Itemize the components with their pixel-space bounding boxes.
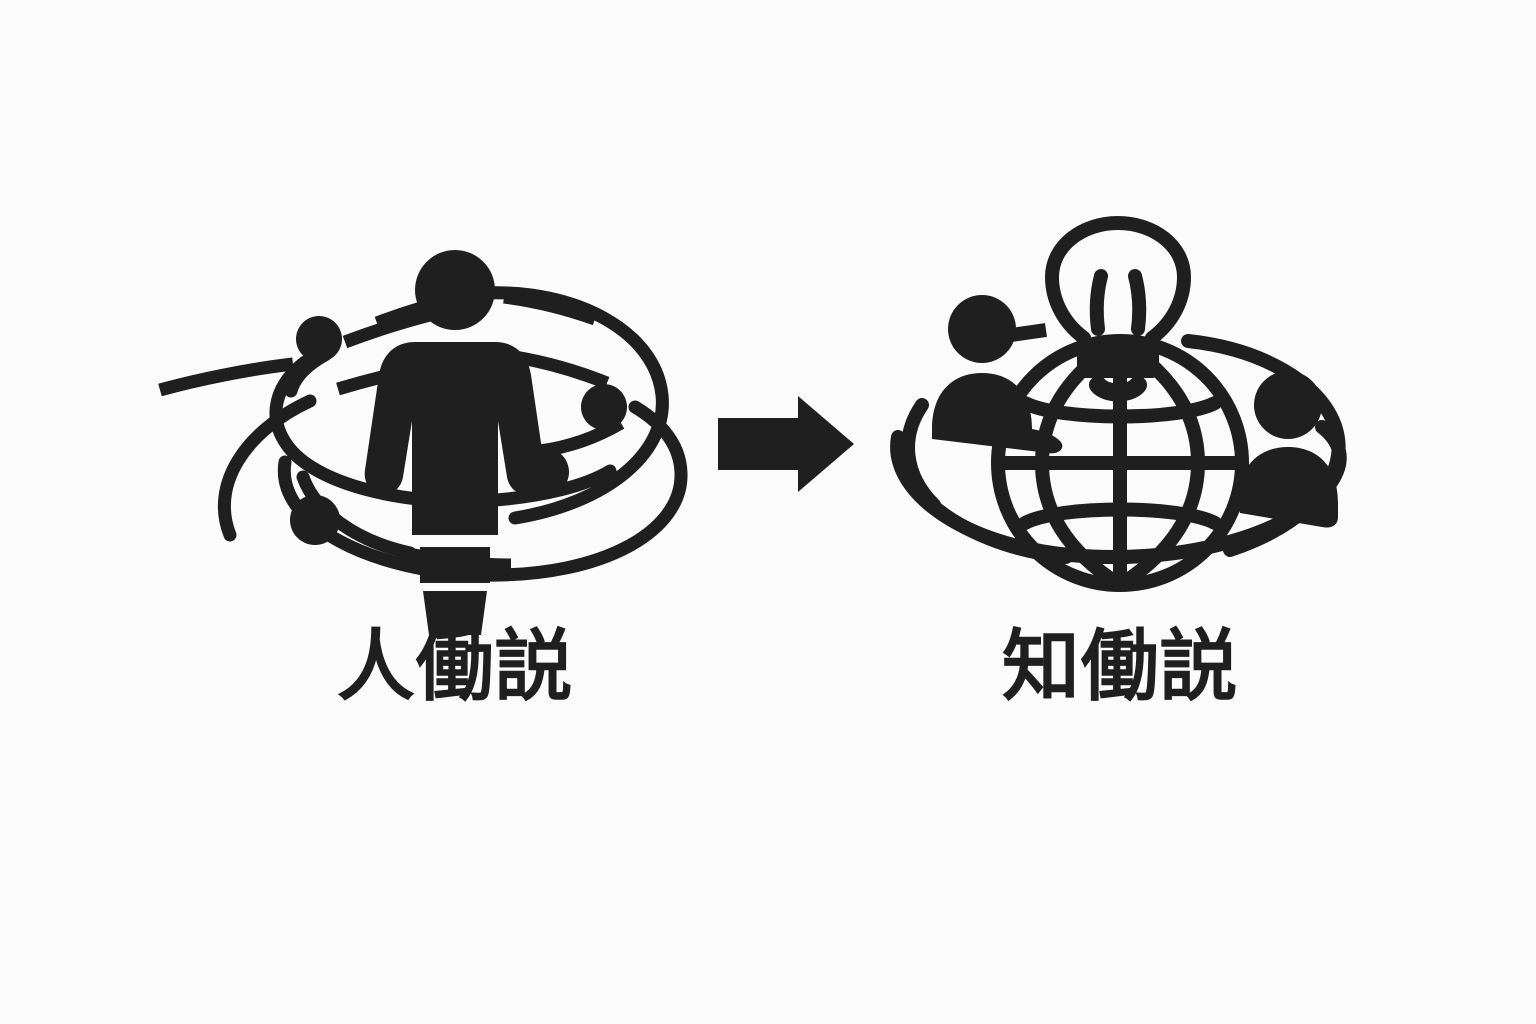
network-node <box>290 495 340 545</box>
person-right-seated <box>1238 371 1338 528</box>
globe-lightbulb-network-icon <box>890 216 1347 592</box>
network-node <box>581 384 627 430</box>
person-left-seated <box>932 295 1063 454</box>
network-node <box>296 316 342 362</box>
person-pictogram <box>364 250 546 635</box>
lightbulb-icon <box>1045 216 1191 402</box>
orbit-ring-outer <box>217 286 669 542</box>
person-centered-network-icon <box>158 250 688 635</box>
transition-arrow <box>706 392 866 496</box>
right-illustration <box>870 216 1370 605</box>
right-arrow-icon <box>718 396 854 492</box>
left-caption: 人働説 <box>336 622 574 712</box>
left-illustration <box>158 235 705 635</box>
right-caption: 知働説 <box>1001 622 1239 712</box>
